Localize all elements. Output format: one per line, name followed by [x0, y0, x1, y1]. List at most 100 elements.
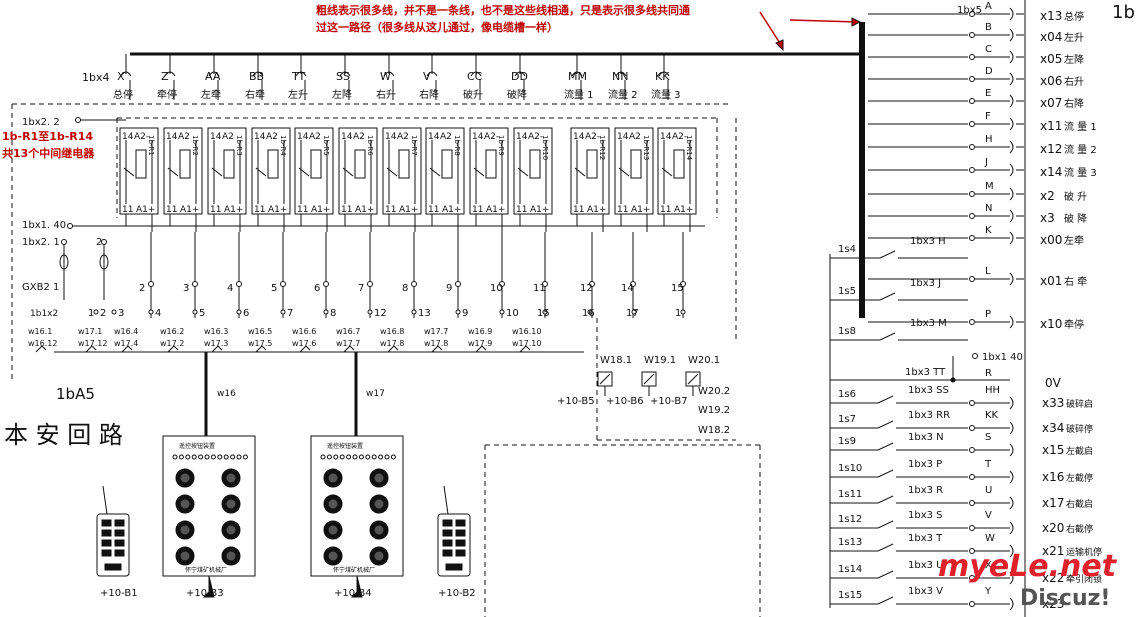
term-name: 右降 [1064, 97, 1084, 110]
switch-contact [877, 596, 894, 605]
relay-coil [441, 149, 453, 179]
contact-name: 左降 [332, 88, 352, 101]
label-w16: w16 [217, 389, 236, 399]
remote-key [101, 529, 112, 537]
term-code: x05 [1040, 52, 1062, 66]
contact-code: TT [291, 70, 306, 83]
relay-id: 1b-R13 [642, 135, 650, 160]
gxb-term: 3 [183, 283, 189, 294]
indicator-led [333, 454, 339, 460]
relay-contact [123, 167, 135, 177]
term-code: x04 [1040, 30, 1062, 44]
terminal-dot [280, 309, 286, 315]
relay-contact [386, 167, 398, 177]
terminal-hook [1009, 544, 1014, 558]
terminal-dot [542, 281, 548, 287]
wire-tick [475, 345, 487, 353]
switch-contact [879, 292, 896, 301]
contact-name: 右升 [376, 88, 396, 101]
term-name: 流 量 3 [1064, 166, 1097, 179]
wire-tick [211, 345, 223, 353]
lower-term: 6 [243, 308, 249, 319]
label-b1: +10-B1 [100, 588, 138, 599]
remote-key [442, 549, 453, 557]
wire-label: w16.1 [28, 327, 52, 336]
relay-terminal: A1+ [268, 205, 287, 215]
relay-terminal: 14 [385, 132, 397, 142]
switch-contact [877, 495, 894, 504]
panel-title: 遥控按钮装置 [327, 442, 363, 450]
wire-tick [387, 345, 399, 353]
contact-code: DD [511, 70, 528, 83]
contact-hook [383, 71, 395, 77]
terminal-hook [1009, 443, 1014, 457]
term-name: 左截停 [1066, 472, 1093, 484]
relay-contact [167, 167, 179, 177]
terminal-dot [972, 353, 978, 359]
terminal-dot [969, 525, 975, 531]
lower-term: 3 [118, 308, 124, 319]
wire-label: w16.2 [160, 327, 184, 336]
terminal-dot [148, 281, 154, 287]
switch-label: 1s6 [838, 389, 856, 400]
lower-term: 16 [582, 308, 595, 319]
panel-button-inner [373, 524, 385, 536]
relay-terminal: 11 [385, 205, 396, 215]
contact-hook [658, 71, 670, 77]
contact-hook [514, 71, 526, 77]
label-top-right-partial: 1b [1112, 2, 1135, 23]
contact-hook [339, 71, 351, 77]
terminal-dot [969, 601, 975, 607]
lower-term: 5 [199, 308, 205, 319]
switch-label: 1bx3 M [910, 318, 947, 329]
switch-label: 1s11 [838, 489, 862, 500]
indicator-led [242, 454, 248, 460]
terminal-dot [680, 309, 686, 315]
relay-id: 1b-R9 [497, 135, 505, 156]
term-name: 左升 [1064, 31, 1084, 44]
wire-label: w16.10 [512, 327, 541, 336]
switch-label: 1bx3 H [910, 236, 946, 247]
term-code: x10 [1040, 317, 1062, 331]
indicator-led [178, 454, 184, 460]
relay-terminal: 11 [573, 205, 584, 215]
relay-id: 1b-R5 [322, 135, 330, 156]
switch-label: 1bx3 P [908, 459, 942, 470]
relay-coil [529, 149, 541, 179]
wire-tick [255, 345, 267, 353]
terminal-dot [236, 309, 242, 315]
relay-terminal: 14 [428, 132, 440, 142]
remote-key [442, 519, 453, 527]
relay-terminal: A1+ [486, 205, 505, 215]
term-letter: X [985, 560, 992, 571]
terminal-hook [1009, 7, 1014, 21]
terminal-hook [1009, 597, 1014, 611]
term-letter: H [985, 134, 993, 145]
contact-name: 破升 [463, 88, 483, 101]
relay-contact [574, 167, 586, 177]
relay-id: 1b-R6 [366, 135, 374, 156]
relay-terminal: 11 [166, 205, 177, 215]
indicator-led [339, 454, 345, 460]
relay-contact [661, 167, 673, 177]
switch-label: 1s10 [838, 463, 862, 474]
term-code: x21 [1042, 544, 1064, 558]
wire-label: w17.6 [292, 339, 316, 348]
wire-tick [431, 345, 443, 353]
terminal-dot [101, 239, 107, 245]
wire-label: w16.8 [380, 327, 404, 336]
label-w19-2: W19.2 [698, 405, 730, 416]
term-name: 破 升 [1064, 190, 1087, 203]
term-code: x06 [1040, 74, 1062, 88]
relay-terminal: 14 [573, 132, 585, 142]
antenna [443, 485, 449, 515]
switch-label: 1bx3 J [910, 278, 941, 289]
indicator-led [223, 454, 229, 460]
relay-terminal: A1+ [224, 205, 243, 215]
relay-terminal: A2- [134, 132, 149, 142]
label-w18-2: W18.2 [698, 425, 730, 436]
contact-name: 流量 3 [651, 88, 681, 101]
contact-hook [295, 71, 307, 77]
relay-terminal: A1+ [631, 205, 650, 215]
